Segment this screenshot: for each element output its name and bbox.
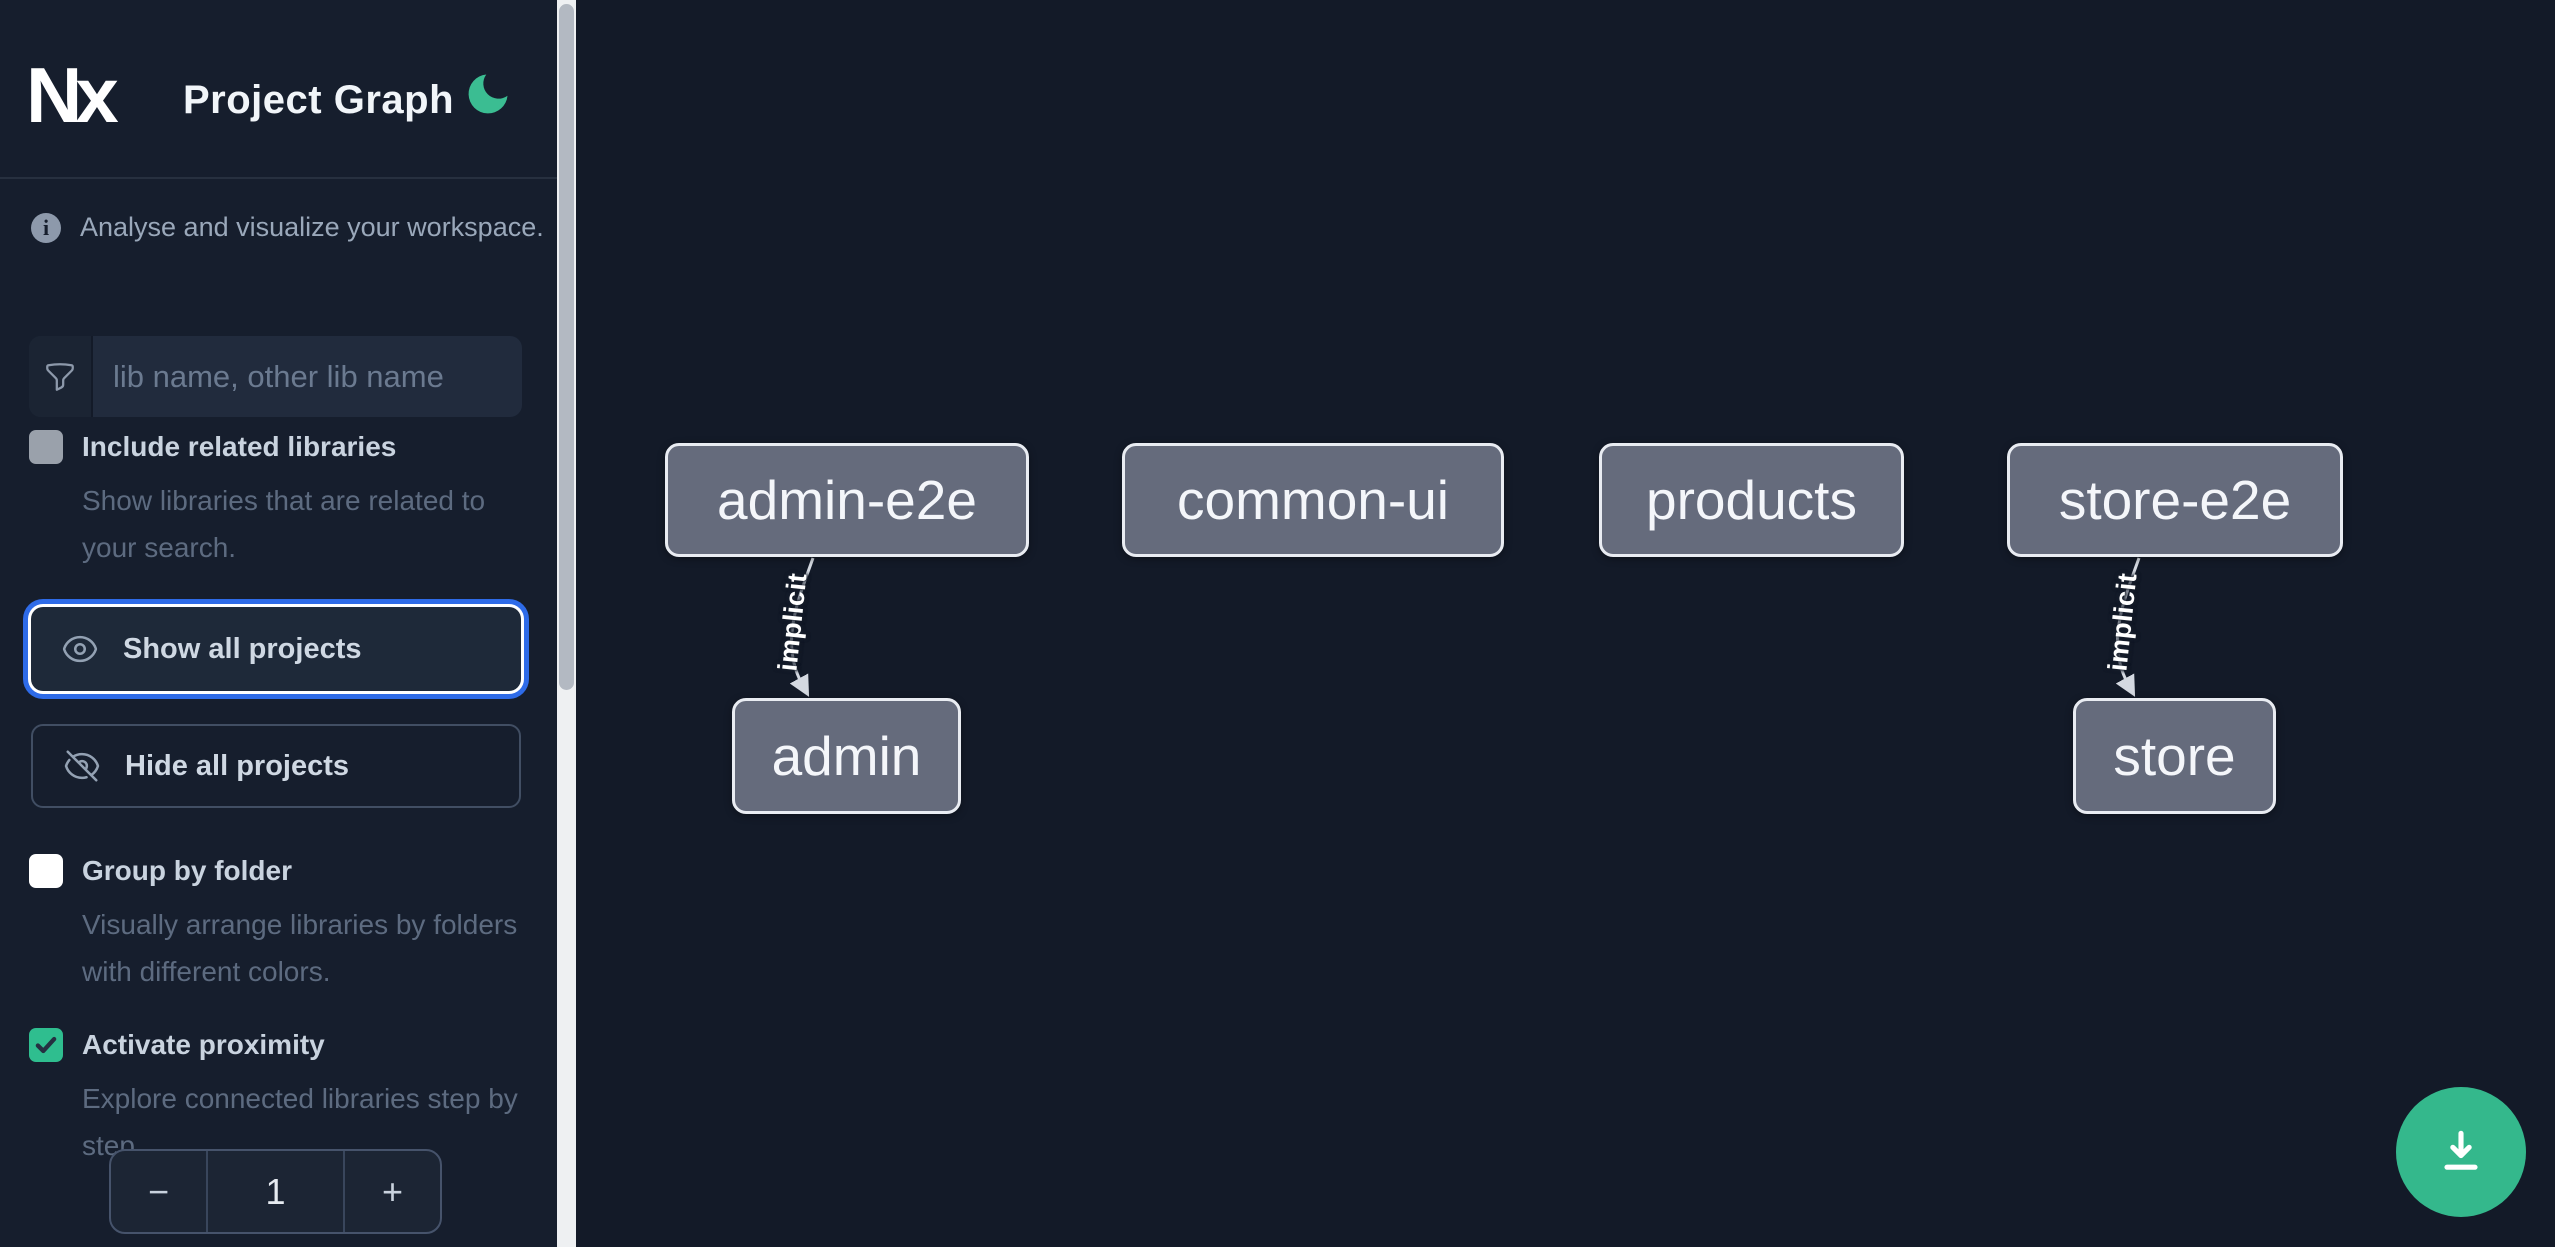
include-related-checkbox[interactable]	[29, 430, 63, 464]
activate-proximity-checkbox[interactable]	[29, 1028, 63, 1062]
hide-all-projects-button[interactable]: Hide all projects	[31, 724, 521, 808]
proximity-value: 1	[206, 1151, 345, 1232]
search-input[interactable]	[93, 336, 522, 417]
button-label: Hide all projects	[125, 749, 350, 782]
option-description: Show libraries that are related to your …	[82, 485, 486, 563]
graph-canvas[interactable]: implicit implicit admin-e2e common-ui pr…	[576, 0, 2555, 1247]
proximity-stepper: − 1 +	[109, 1149, 442, 1234]
node-common-ui[interactable]: common-ui	[1122, 443, 1504, 557]
option-description: Visually arrange libraries by folders wi…	[82, 909, 518, 987]
option-label: Group by folder	[82, 855, 292, 886]
node-store[interactable]: store	[2073, 698, 2276, 814]
eye-icon	[62, 635, 98, 663]
scrollbar-thumb[interactable]	[559, 4, 574, 690]
checkmark-icon	[35, 1036, 57, 1054]
theme-toggle-button[interactable]	[462, 68, 514, 120]
proximity-decrement-button[interactable]: −	[148, 1170, 170, 1212]
option-group-by-folder: Group by folder Visually arrange librari…	[29, 854, 523, 995]
proximity-increment-button[interactable]: +	[381, 1170, 403, 1212]
option-include-related: Include related libraries Show libraries…	[29, 430, 523, 571]
nx-logo: Nx	[26, 51, 119, 139]
edge-store-e2e-store[interactable]	[2115, 557, 2141, 697]
node-admin-e2e[interactable]: admin-e2e	[665, 443, 1029, 557]
option-label: Activate proximity	[82, 1029, 325, 1060]
group-by-folder-checkbox[interactable]	[29, 854, 63, 888]
page-title: Project Graph	[183, 78, 455, 122]
option-label: Include related libraries	[82, 431, 397, 462]
eye-off-icon	[64, 750, 100, 782]
node-products[interactable]: products	[1599, 443, 1904, 557]
node-admin[interactable]: admin	[732, 698, 961, 814]
sidebar: Nx Project Graph i Analyse and visualize…	[0, 0, 557, 1247]
download-graph-button[interactable]	[2396, 1087, 2526, 1217]
workspace-info: i Analyse and visualize your workspace.	[31, 212, 544, 243]
node-store-e2e[interactable]: store-e2e	[2007, 443, 2343, 557]
info-icon: i	[31, 212, 61, 243]
show-all-projects-button[interactable]: Show all projects	[31, 607, 521, 691]
sidebar-header: Nx Project Graph	[0, 0, 557, 179]
edge-admin-e2e-admin[interactable]	[789, 557, 815, 697]
download-icon	[2444, 1130, 2478, 1170]
sidebar-scrollbar[interactable]	[557, 0, 576, 1247]
info-text: Analyse and visualize your workspace.	[80, 212, 544, 242]
button-label: Show all projects	[123, 632, 362, 665]
option-description: Explore connected libraries step by step…	[82, 1083, 518, 1161]
moon-icon	[468, 74, 508, 114]
graph-edges	[789, 557, 2141, 697]
filter-funnel-icon	[29, 336, 93, 417]
search-box	[29, 336, 522, 417]
option-activate-proximity: Activate proximity Explore connected lib…	[29, 1028, 523, 1169]
